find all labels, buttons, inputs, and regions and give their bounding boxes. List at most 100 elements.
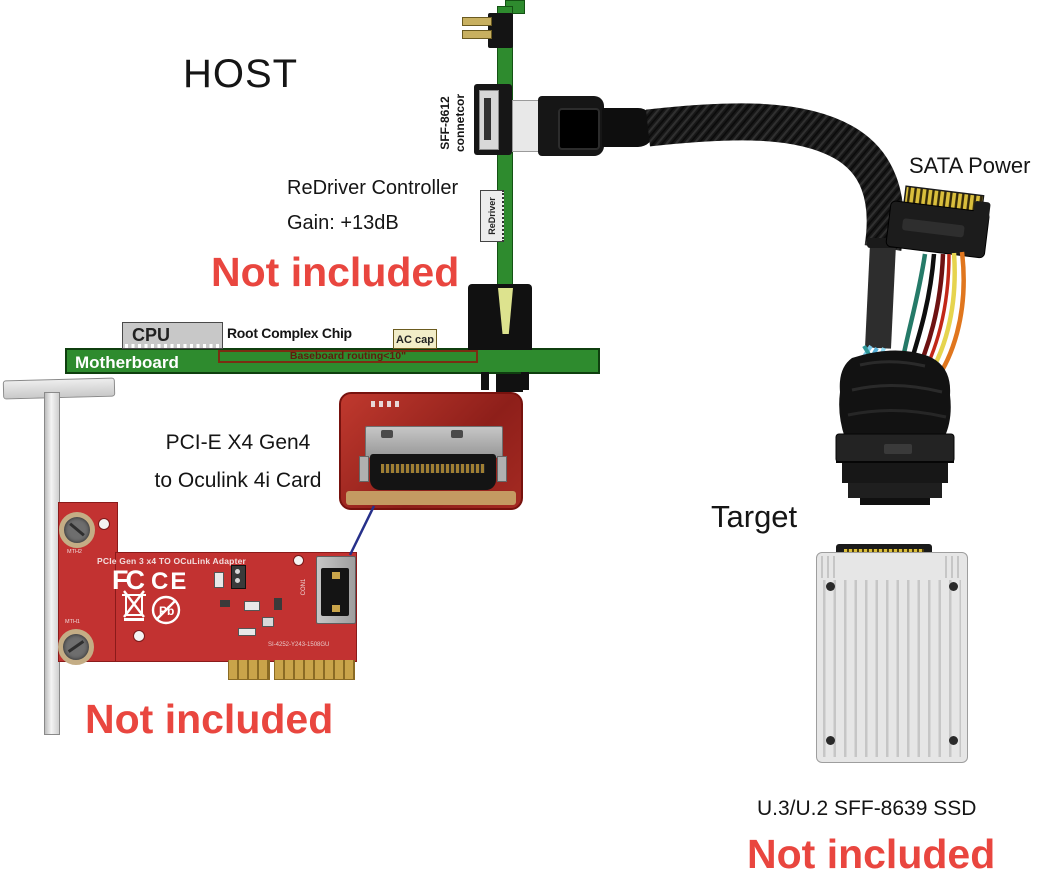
u2-connector-low (848, 483, 942, 498)
cable-braid-edge (645, 103, 904, 251)
root-complex-label: Root Complex Chip (227, 325, 352, 341)
ssd-screw-hole-bl (826, 736, 835, 745)
card-component-2 (244, 601, 260, 611)
cable-braid (645, 103, 904, 251)
ac-cap-box: AC cap (393, 329, 437, 349)
card-hole-1 (98, 518, 110, 530)
wire-black (905, 253, 937, 373)
ssd-screw-hole-tr (949, 582, 958, 591)
ssd-screw-hole-br (949, 736, 958, 745)
ssd-screw-hole-tl (826, 582, 835, 591)
pcie-fingers-long (274, 660, 355, 680)
wire-yellow (921, 252, 957, 386)
cable-heatshrink (865, 243, 896, 349)
card-component-1 (214, 572, 224, 588)
ssd-ribs (823, 580, 961, 757)
pcie-fingers-short (228, 660, 270, 680)
riser-top-connector (488, 13, 513, 48)
target-label: Target (711, 499, 798, 534)
ce-logo: CE (151, 568, 189, 595)
redriver-chip-label: ReDriver (486, 197, 497, 235)
wire-maroon (911, 253, 946, 380)
sata-body-step (972, 201, 991, 225)
not-included-ssd: Not included (747, 831, 996, 875)
pcie-slot-card-edge (498, 288, 513, 334)
baseboard-trace: Baseboard routing<10" (218, 350, 478, 363)
card-serial: SI-4252-Y243-1508GU (268, 642, 330, 648)
inset-marks (371, 401, 401, 407)
not-included-card: Not included (85, 696, 334, 742)
wire-bundle-fold-3 (847, 409, 947, 419)
baseboard-trace-label: Baseboard routing<10" (289, 350, 407, 362)
redriver-controller-label: ReDriver Controller (287, 177, 459, 199)
wire-cyan-4 (862, 344, 884, 378)
inset-pointer-line (348, 505, 376, 556)
motherboard-label: Motherboard (75, 353, 179, 372)
pcie-slot-leg-left (481, 372, 489, 390)
wire-cyan-2 (858, 347, 879, 380)
redriver-chip: ReDriver (480, 190, 504, 242)
wire-cyan-3 (869, 347, 886, 382)
ssd-drive (816, 552, 968, 763)
card-component-6 (220, 600, 230, 607)
u2-connector-mid (842, 462, 948, 483)
card-con1-label: CON1 (289, 578, 319, 596)
sata-power-connector (885, 185, 991, 259)
fcc-logo: FC (112, 565, 145, 595)
ssd-corner-hatch-left (821, 556, 839, 578)
riser-top-pin-2 (462, 30, 492, 39)
inset-shell-slot-2 (451, 430, 463, 438)
card-oculink-port-pin-bottom (332, 605, 340, 612)
wire-bundle (839, 350, 951, 438)
card-title-line1: PCI-E X4 Gen4 (165, 431, 311, 454)
card-header-1 (231, 565, 246, 589)
ac-cap-label: AC cap (396, 334, 434, 346)
card-header-1-pin-b (235, 578, 240, 583)
wire-cyan-1 (849, 344, 873, 378)
card-component-4 (274, 598, 282, 610)
card-title-line2: to Oculink 4i Card (154, 469, 322, 492)
card-title: PCI-E X4 Gen4 to Oculink 4i Card (130, 431, 346, 493)
sff8612-label: SFF-8612 connetcor (410, 80, 496, 166)
oculink-cable-boot (602, 108, 654, 147)
not-included-host: Not included (211, 249, 460, 295)
wire-orange (926, 251, 966, 392)
riser-top-pin-1 (462, 17, 492, 26)
card-mth1-label: MTH1 (65, 619, 80, 625)
u2-connector-tip (860, 498, 930, 505)
card-oculink-port-pin-top (332, 572, 340, 579)
inset-side-latch-right (497, 456, 507, 482)
sata-body (885, 200, 990, 259)
sff8612-label-line1: SFF-8612 (438, 96, 452, 150)
u2-connector-top (835, 433, 955, 463)
gain-label: Gain: +13dB (287, 212, 399, 234)
sata-pins (903, 185, 985, 215)
card-hole-2 (293, 555, 304, 566)
card-header-1-pin-a (235, 569, 240, 574)
pcie-slot-leg-right (521, 372, 529, 390)
inset-closeup (339, 392, 523, 510)
cable-heatshrink-band (867, 238, 898, 248)
card-hole-3 (133, 630, 145, 642)
cpu-label: CPU (132, 325, 171, 345)
ssd-corner-hatch-right (945, 556, 963, 578)
inset-shell-slot-1 (381, 430, 393, 438)
sff8612-label-line2: connetcor (453, 94, 467, 153)
inset-side-latch-left (359, 456, 369, 482)
sata-body-groove (902, 218, 965, 238)
cpu-chip: CPU (122, 322, 223, 349)
card-con1-text: CON1 (301, 578, 307, 596)
wire-bundle-fold-2 (851, 384, 943, 394)
card-component-3 (262, 617, 274, 627)
host-label: HOST (183, 52, 299, 96)
wire-teal (898, 253, 928, 369)
card-mth2-label: MTH2 (67, 549, 82, 555)
oculink-plug-inner (558, 108, 600, 150)
card-silkscreen: PCIe Gen 3 x4 TO OCuLink Adapter (97, 556, 247, 566)
sff8612-receptacle-slot (484, 98, 491, 140)
wire-red (917, 253, 951, 382)
inset-port-pins (381, 464, 485, 473)
wire-bundle-fold-1 (859, 360, 926, 368)
inset-pcb-edge (346, 491, 516, 505)
sata-power-label: SATA Power (909, 153, 1031, 178)
